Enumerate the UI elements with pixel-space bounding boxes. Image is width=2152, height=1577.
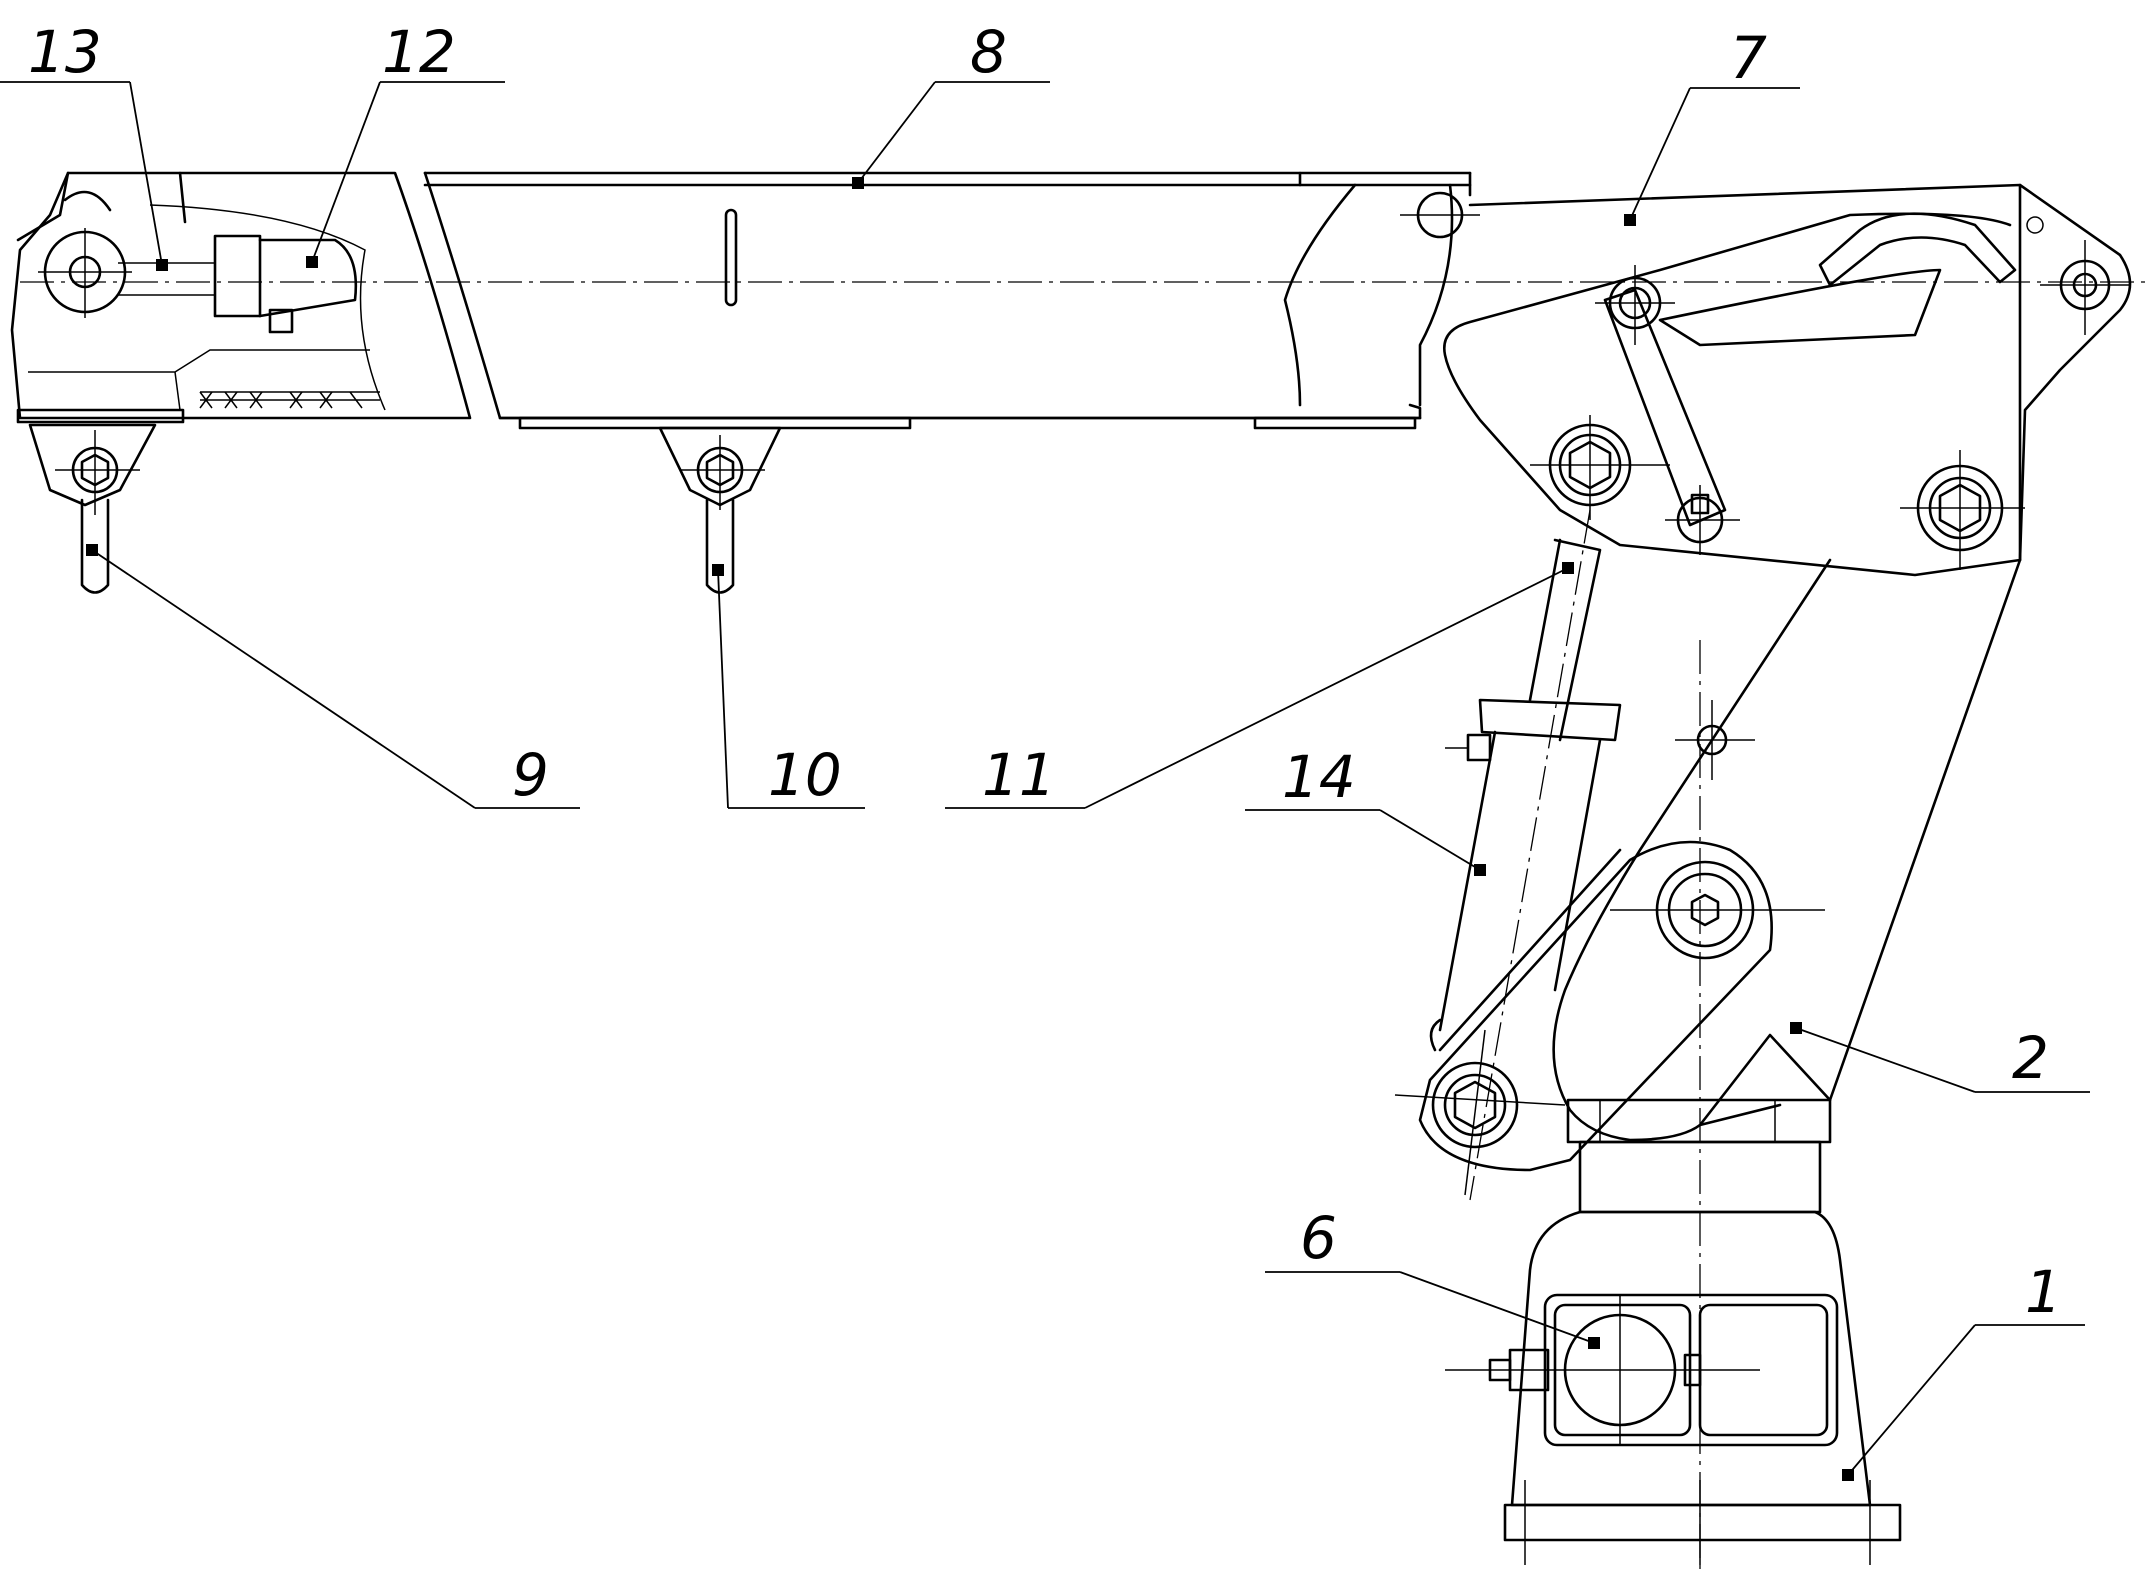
label-1: 1 — [2025, 1258, 2062, 1326]
hook-hanger-9 — [28, 423, 157, 594]
boom-tip-section — [10, 171, 472, 424]
leader-lines — [0, 81, 2090, 1481]
label-11: 12 — [382, 18, 456, 86]
label-9: 9 — [512, 741, 549, 809]
label-7: 7 — [1730, 24, 1767, 92]
boom-section-8 — [423, 171, 1480, 430]
label-12: 13 — [28, 18, 102, 86]
column-2 — [1394, 558, 2022, 1196]
label-14: 11 — [982, 741, 1056, 809]
label-2: 2 — [2012, 1024, 2049, 1092]
lift-cylinder-13 — [1429, 509, 1622, 1201]
label-10: 10 — [768, 741, 842, 809]
outer-boom-7 — [1443, 183, 2132, 577]
base-1 — [1445, 640, 1902, 1575]
label-13: 14 — [1282, 743, 1356, 811]
callout-labels: 13 12 8 7 9 10 11 14 2 6 1 — [28, 18, 2062, 1326]
hatching — [199, 391, 363, 409]
label-6: 6 — [1300, 1204, 1337, 1272]
hook-hanger-10 — [658, 426, 782, 594]
label-8: 8 — [970, 18, 1007, 86]
